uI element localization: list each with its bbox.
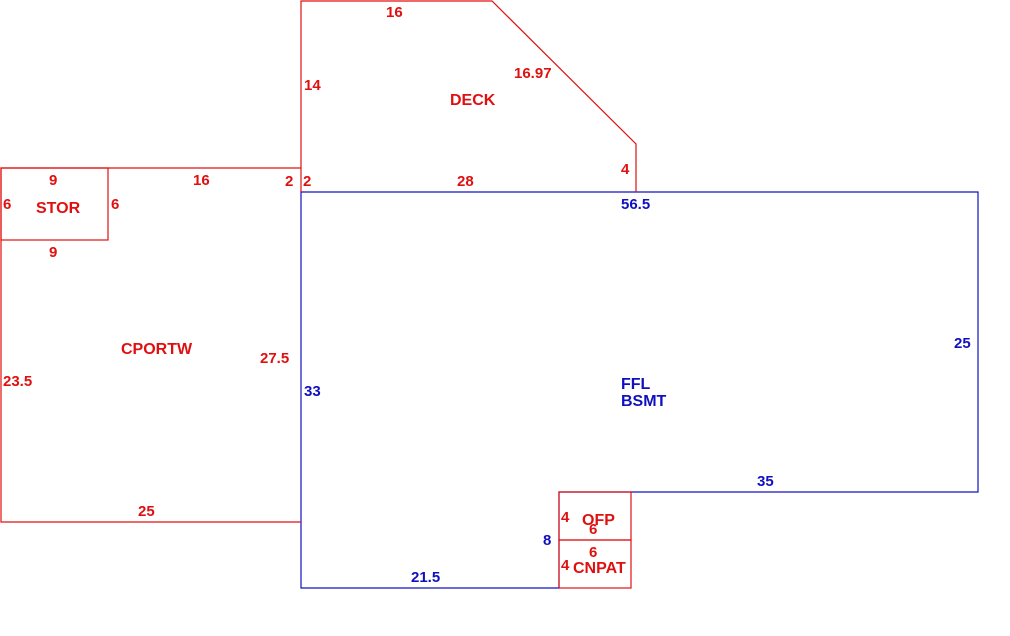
cnpat-label: CNPAT: [573, 560, 626, 577]
main-dim-bottom-right: 35: [757, 473, 774, 490]
cnpat-dim-left: 4: [561, 557, 570, 574]
cportw-label: CPORTW: [121, 341, 193, 358]
main-dim-bottom-left: 21.5: [411, 569, 440, 586]
cportw-outline: [0, 167, 301, 523]
main-label-ffl: FFL: [621, 376, 651, 393]
deck-dim-right: 4: [621, 161, 630, 178]
cportw-dim-offset: 2: [285, 173, 293, 190]
main-dim-left: 33: [304, 383, 321, 400]
ofp-dim-right: 6: [589, 521, 597, 538]
cportw-dim-top: 16: [193, 172, 210, 189]
deck-dim-left: 14: [304, 77, 321, 94]
cnpat-outline: [558, 539, 632, 589]
ofp-dim-left: 4: [561, 509, 570, 526]
deck-label: DECK: [450, 92, 496, 109]
deck-dim-bottom: 28: [457, 173, 474, 190]
ofp-label: OFP: [582, 512, 615, 529]
deck-dim-diagonal: 16.97: [514, 65, 552, 82]
main-label-bsmt: BSMT: [621, 393, 667, 410]
cnpat-dim-top: 6: [589, 544, 597, 561]
cportw-dim-left: 23.5: [3, 373, 32, 390]
deck-outline: [300, 0, 637, 192]
stor-label: STOR: [36, 200, 81, 217]
cportw-dim-right: 27.5: [260, 350, 289, 367]
stor-dim-top: 9: [49, 172, 57, 189]
stor-outline: [0, 167, 109, 241]
main-dim-right: 25: [954, 335, 971, 352]
stor-dim-left: 6: [3, 196, 11, 213]
deck-dim-offset: 2: [303, 173, 311, 190]
main-dim-notch: 8: [543, 532, 551, 549]
stor-dim-right: 6: [111, 196, 119, 213]
main-dim-top: 56.5: [621, 196, 650, 213]
cportw-dim-bottom: 25: [138, 503, 155, 520]
deck-dim-top: 16: [386, 4, 403, 21]
stor-dim-bottom: 9: [49, 244, 57, 261]
